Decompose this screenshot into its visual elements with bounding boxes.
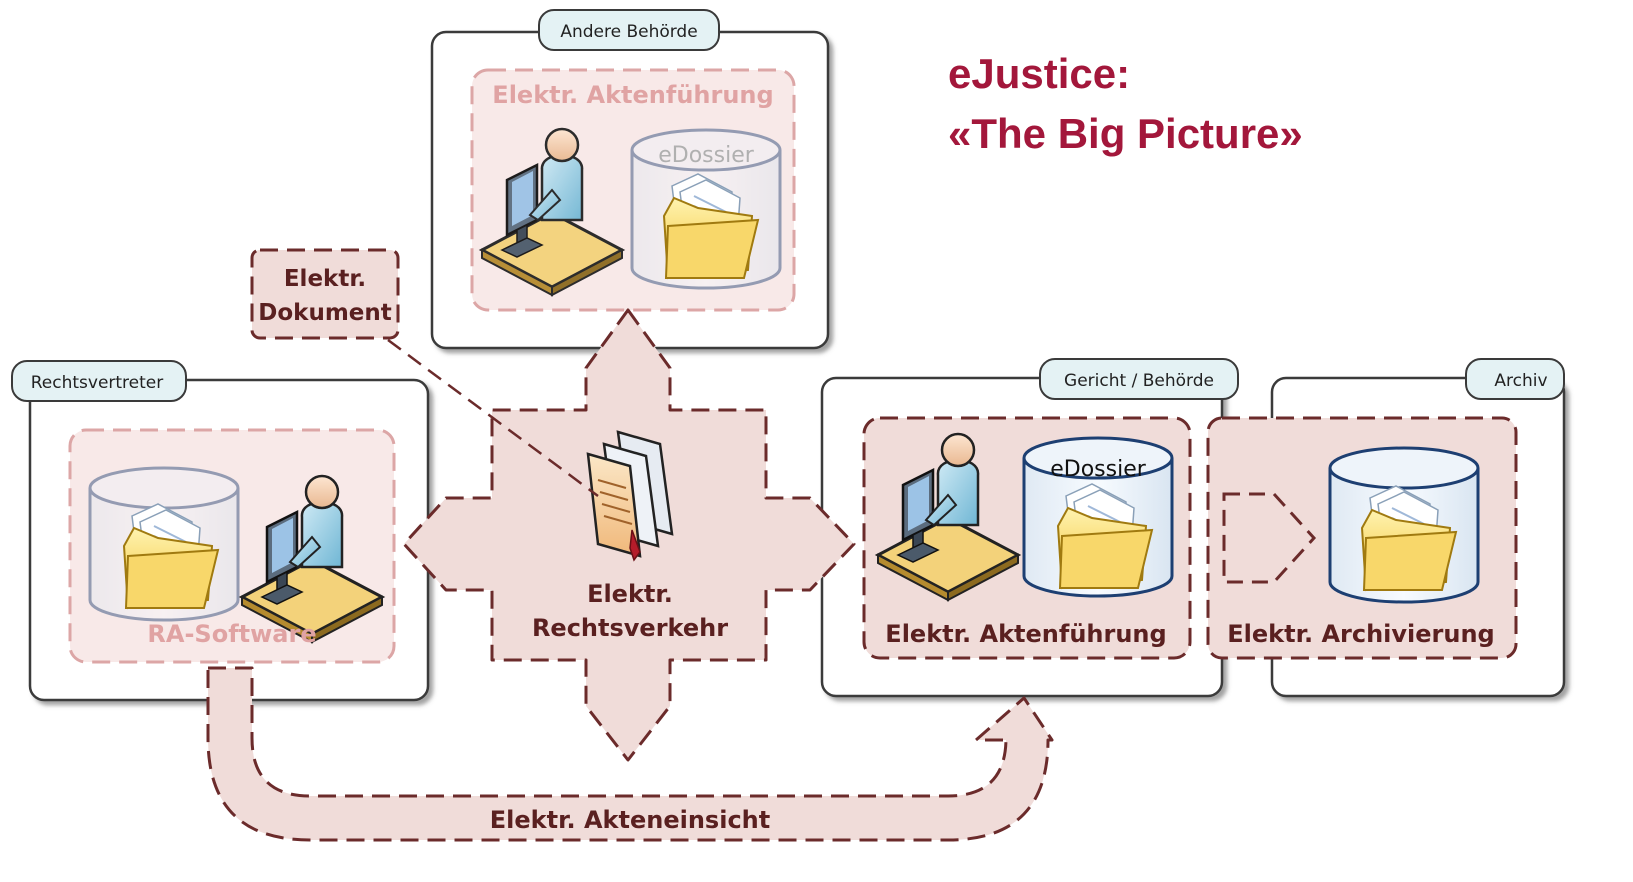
container-andere-behoerde: Andere Behörde Elektr. Aktenführung eDos… xyxy=(430,9,830,350)
title-line1: eJustice: xyxy=(948,50,1130,97)
page-title: eJustice: «The Big Picture» xyxy=(948,50,1303,157)
archive-transfer-arrow xyxy=(1222,492,1317,584)
akteneinsicht-label: Elektr. Akteneinsicht xyxy=(490,806,770,834)
document-callout-line2: Dokument xyxy=(258,300,392,326)
gericht-aktenfuehrung-box: eDossier Elektr. Aktenführung xyxy=(862,416,1192,660)
title-line2: «The Big Picture» xyxy=(948,110,1303,157)
rechtsverkehr-label-line2: Rechtsverkehr xyxy=(532,614,728,642)
gericht-aktenfuehrung-label: Elektr. Aktenführung xyxy=(885,620,1166,648)
rechtsverkehr-label-line1: Elektr. xyxy=(587,580,673,608)
andere-behoerde-label: Andere Behörde xyxy=(560,22,697,42)
edossier-label-gericht: eDossier xyxy=(1050,457,1147,482)
rechtsvertreter-label: Rechtsvertreter xyxy=(31,373,164,393)
ra-software-label: RA-Software xyxy=(147,620,316,648)
document-callout: Elektr. Dokument xyxy=(250,248,400,340)
andere-aktenfuehrung-label: Elektr. Aktenführung xyxy=(492,81,773,109)
dokument-connector xyxy=(387,338,599,498)
document-stack-icon xyxy=(586,430,674,562)
archivierung-label: Elektr. Archivierung xyxy=(1227,620,1495,648)
archivierung-box: Elektr. Archivierung xyxy=(1206,416,1518,660)
archiv-label: Archiv xyxy=(1494,371,1547,391)
gericht-behoerde-label: Gericht / Behörde xyxy=(1064,371,1214,391)
container-rechtsvertreter: Rechtsvertreter RA-Software xyxy=(11,360,430,702)
akteneinsicht-arrow: Elektr. Akteneinsicht xyxy=(206,666,1054,842)
document-callout-line1: Elektr. xyxy=(284,266,366,292)
edossier-label-andere: eDossier xyxy=(658,143,755,168)
